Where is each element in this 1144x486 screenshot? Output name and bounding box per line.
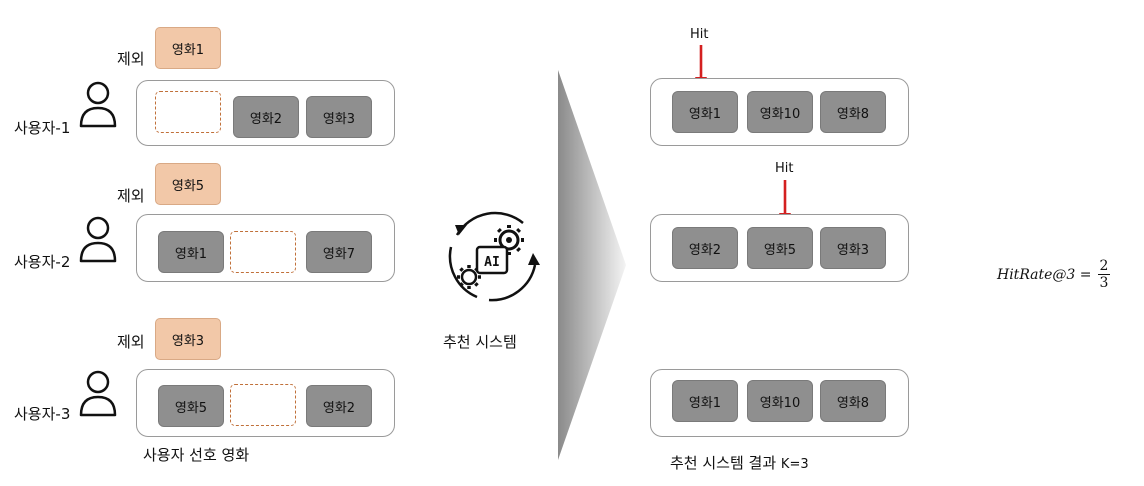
movie-card: 영화8 <box>820 380 886 422</box>
user-label-2: 사용자-2 <box>14 253 71 271</box>
movie-card: 영화2 <box>672 227 738 269</box>
user-icon <box>79 81 117 128</box>
exclude-label-2: 제외 <box>117 187 145 205</box>
left-caption: 사용자 선호 영화 <box>143 446 250 464</box>
movie-card: 영화5 <box>747 227 813 269</box>
movie-card: 영화3 <box>306 96 372 138</box>
user-label-3: 사용자-3 <box>14 405 71 423</box>
process-arrow <box>558 70 626 460</box>
masked-slot <box>230 384 296 426</box>
result-caption-main: 추천 시스템 결과 <box>670 454 777 472</box>
movie-card: 영화1 <box>158 231 224 273</box>
exclude-label-1: 제외 <box>117 50 145 68</box>
movie-card: 영화8 <box>820 91 886 133</box>
movie-card: 영화10 <box>747 380 813 422</box>
masked-slot <box>155 91 221 133</box>
movie-card: 영화2 <box>233 96 299 138</box>
formula-fraction: 2 3 <box>1097 258 1111 291</box>
formula-lhs: HitRate@3 = <box>997 266 1092 283</box>
user-icon <box>79 370 117 417</box>
movie-card: 영화1 <box>672 91 738 133</box>
hit-label-1: Hit <box>690 27 709 42</box>
result-caption: 추천 시스템 결과 K=3 <box>670 452 809 473</box>
movie-card: 영화10 <box>747 91 813 133</box>
hitrate-formula: HitRate@3 = 2 3 <box>997 258 1111 291</box>
formula-numerator: 2 <box>1097 258 1111 275</box>
formula-denominator: 3 <box>1099 275 1109 291</box>
excluded-movie-3: 영화3 <box>155 318 221 360</box>
hit-label-2: Hit <box>775 161 794 176</box>
user-label-1: 사용자-1 <box>14 119 71 137</box>
exclude-label-3: 제외 <box>117 333 145 351</box>
masked-slot <box>230 231 296 273</box>
movie-card: 영화1 <box>672 380 738 422</box>
movie-card: 영화3 <box>820 227 886 269</box>
movie-card: 영화2 <box>306 385 372 427</box>
ai-chip-text: AI <box>484 255 500 270</box>
user-icon <box>79 216 117 263</box>
movie-card: 영화5 <box>158 385 224 427</box>
result-caption-k: K=3 <box>780 457 809 472</box>
movie-card: 영화7 <box>306 231 372 273</box>
recommender-system-label: 추천 시스템 <box>443 333 517 351</box>
excluded-movie-1: 영화1 <box>155 27 221 69</box>
ai-gear-icon: AI <box>448 211 540 302</box>
excluded-movie-2: 영화5 <box>155 163 221 205</box>
